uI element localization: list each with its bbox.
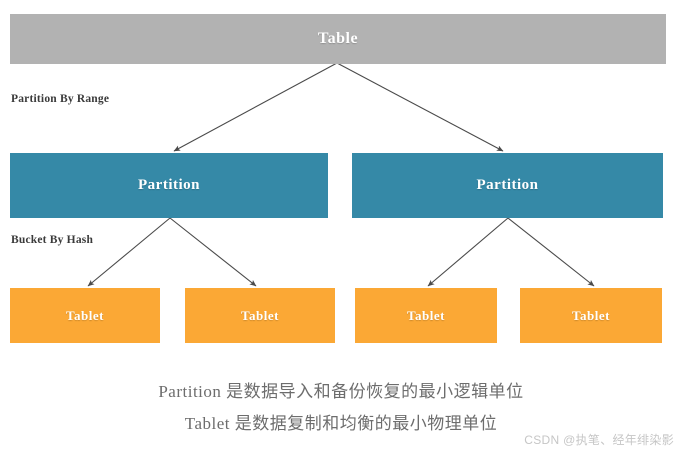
node-tablet-2[interactable]: Tablet xyxy=(185,288,335,343)
label-partition-by-range: Partition By Range xyxy=(11,93,110,105)
node-partition-1[interactable]: Partition xyxy=(10,153,328,218)
node-tablet-1-label: Tablet xyxy=(66,307,104,323)
arrow-table-to-partition-2 xyxy=(336,62,504,152)
node-table[interactable]: Table xyxy=(10,14,666,64)
node-tablet-2-label: Tablet xyxy=(241,307,279,323)
node-tablet-4-label: Tablet xyxy=(572,307,610,323)
node-partition-2[interactable]: Partition xyxy=(352,153,663,218)
arrow-partition-2-to-tablet-4 xyxy=(507,217,595,287)
node-tablet-3-label: Tablet xyxy=(407,307,445,323)
watermark: CSDN @执笔、经年绯染影 xyxy=(524,433,674,447)
node-tablet-1[interactable]: Tablet xyxy=(10,288,160,343)
node-partition-2-label: Partition xyxy=(476,177,539,193)
node-tablet-4[interactable]: Tablet xyxy=(520,288,662,343)
arrow-table-to-partition-1 xyxy=(173,62,338,152)
caption-tablet: Tablet 是数据复制和均衡的最小物理单位 xyxy=(184,414,498,433)
caption-partition: Partition 是数据导入和备份恢复的最小逻辑单位 xyxy=(158,382,524,401)
node-tablet-3[interactable]: Tablet xyxy=(355,288,497,343)
arrow-partition-1-to-tablet-1 xyxy=(87,217,171,287)
arrow-partition-1-to-tablet-2 xyxy=(169,217,257,287)
node-table-label: Table xyxy=(317,30,359,47)
node-partition-1-label: Partition xyxy=(138,177,200,193)
label-bucket-by-hash: Bucket By Hash xyxy=(11,234,94,246)
arrow-partition-2-to-tablet-3 xyxy=(427,217,509,287)
